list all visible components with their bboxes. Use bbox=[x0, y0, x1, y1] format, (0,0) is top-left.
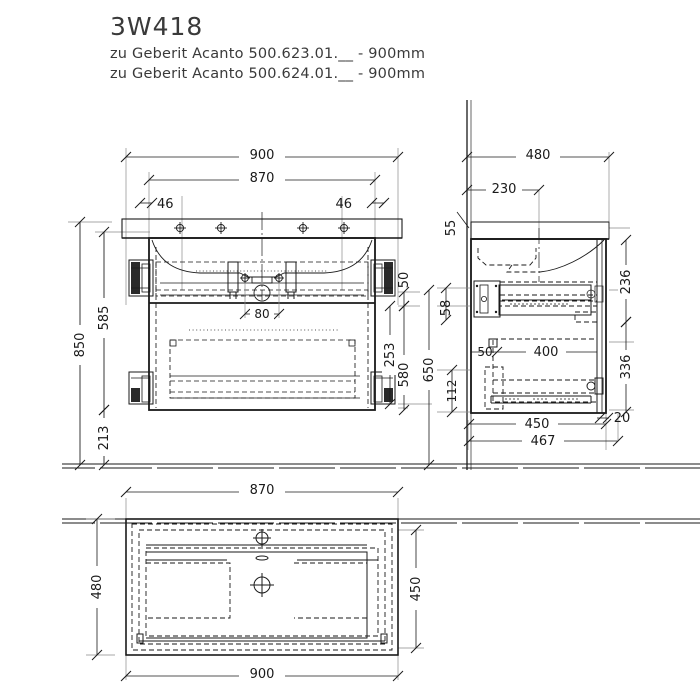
dim-front-900: 900 bbox=[120, 147, 404, 163]
side-countertop bbox=[470, 221, 610, 240]
dim-front-46-left: 46 bbox=[134, 197, 174, 212]
dim-side-20: 20 bbox=[594, 411, 631, 426]
front-lower-runner-left bbox=[128, 371, 154, 405]
front-elevation-view: 900 870 46 46 bbox=[68, 147, 432, 471]
dim-label-870-front: 870 bbox=[250, 171, 275, 186]
dim-front-585: 585 bbox=[96, 226, 112, 416]
dim-side-400: 400 bbox=[497, 343, 597, 360]
dim-label-58: 58 bbox=[439, 300, 454, 317]
front-runner-left bbox=[128, 259, 154, 297]
dim-label-50-front: 50 bbox=[397, 272, 412, 289]
dim-label-480-side: 480 bbox=[526, 148, 551, 163]
dim-plan-870: 870 bbox=[120, 482, 404, 498]
dim-label-580: 580 bbox=[397, 363, 412, 388]
side-elevation-view: 480 230 55 bbox=[421, 100, 634, 471]
dim-label-46-right: 46 bbox=[335, 197, 352, 212]
dim-side-450: 450 bbox=[463, 415, 612, 432]
dim-plan-480: 480 bbox=[89, 513, 105, 661]
dim-label-20: 20 bbox=[614, 411, 631, 426]
side-lower-drawer-body bbox=[488, 338, 604, 404]
dim-label-650: 650 bbox=[422, 358, 437, 383]
dim-plan-900: 900 bbox=[120, 666, 404, 682]
front-taphole-marks bbox=[174, 222, 350, 234]
plan-overflow-slot bbox=[255, 555, 269, 561]
side-basin-contour bbox=[539, 239, 605, 273]
dim-label-400: 400 bbox=[534, 345, 559, 360]
dim-label-55: 55 bbox=[444, 220, 459, 237]
dim-side-230: 230 bbox=[461, 181, 545, 197]
front-siphon-cutout bbox=[227, 261, 297, 302]
dim-label-585: 585 bbox=[97, 306, 112, 331]
front-upper-drawer-rails bbox=[160, 282, 364, 296]
dim-label-336: 336 bbox=[619, 355, 634, 380]
dim-side-480: 480 bbox=[461, 147, 615, 163]
plan-view: 870 bbox=[62, 482, 700, 682]
front-cabinet-body bbox=[148, 237, 376, 411]
dim-side-336: 336 bbox=[618, 316, 634, 418]
dim-front-253: 253 bbox=[382, 300, 398, 410]
dim-label-850: 850 bbox=[73, 333, 88, 358]
dim-side-58: 58 bbox=[439, 282, 454, 326]
dim-label-112: 112 bbox=[445, 380, 459, 403]
drawing-code: 3W418 bbox=[110, 12, 204, 41]
dim-label-450-side: 450 bbox=[525, 417, 550, 432]
dim-label-450-plan: 450 bbox=[409, 577, 424, 602]
dim-side-55: 55 bbox=[444, 211, 470, 237]
dim-label-236: 236 bbox=[619, 270, 634, 295]
dim-front-870: 870 bbox=[143, 170, 381, 186]
dim-label-480-plan: 480 bbox=[90, 575, 105, 600]
dim-label-213: 213 bbox=[97, 426, 112, 451]
side-upper-drawer-body bbox=[498, 284, 592, 316]
plan-taphole-mark bbox=[253, 529, 271, 547]
dim-side-650: 650 bbox=[421, 284, 437, 471]
side-upper-drawer-hidden bbox=[499, 281, 598, 323]
dim-side-112: 112 bbox=[445, 364, 459, 418]
side-upper-runner-detail bbox=[510, 285, 604, 305]
dim-label-900-plan: 900 bbox=[250, 667, 275, 682]
dim-front-213: 213 bbox=[96, 404, 112, 471]
front-runner-right bbox=[370, 259, 396, 297]
dim-label-46-left: 46 bbox=[157, 197, 174, 212]
dim-side-467: 467 bbox=[463, 432, 624, 449]
plan-bowl-hidden bbox=[146, 562, 368, 619]
dim-plan-450: 450 bbox=[408, 524, 424, 654]
dim-front-850: 850 bbox=[72, 216, 88, 471]
drawing-subtitle-line-1: zu Geberit Acanto 500.623.01.__ - 900mm bbox=[110, 46, 426, 62]
side-wall-bracket bbox=[473, 280, 501, 318]
front-lower-drawer-rails bbox=[169, 339, 360, 399]
side-basin-hidden bbox=[477, 248, 540, 273]
plan-cabinet-outline bbox=[125, 518, 399, 656]
plan-drain-mark bbox=[250, 573, 274, 597]
dim-label-900-front: 900 bbox=[250, 148, 275, 163]
drawing-subtitle-line-2: zu Geberit Acanto 500.624.01.__ - 900mm bbox=[110, 66, 426, 82]
dim-label-80: 80 bbox=[254, 307, 269, 321]
front-upper-drawer-hidden bbox=[155, 247, 369, 408]
dim-front-580: 580 bbox=[396, 300, 412, 416]
plan-bottom-rail bbox=[136, 633, 388, 644]
dim-side-50: 50 bbox=[471, 345, 503, 359]
dim-front-46-right: 46 bbox=[335, 197, 390, 212]
dim-label-870-plan: 870 bbox=[250, 483, 275, 498]
dim-label-253: 253 bbox=[383, 343, 398, 368]
dim-label-50-side: 50 bbox=[477, 345, 492, 359]
dim-label-230: 230 bbox=[492, 182, 517, 197]
floor-datum-line bbox=[62, 463, 700, 469]
side-lower-drawer-hidden bbox=[484, 338, 598, 410]
front-lower-drawer-hidden bbox=[169, 339, 356, 399]
dim-front-80: 80 bbox=[239, 283, 285, 321]
dim-label-467: 467 bbox=[531, 434, 556, 449]
dim-side-236: 236 bbox=[618, 234, 634, 328]
dim-front-50: 50 bbox=[397, 272, 412, 312]
